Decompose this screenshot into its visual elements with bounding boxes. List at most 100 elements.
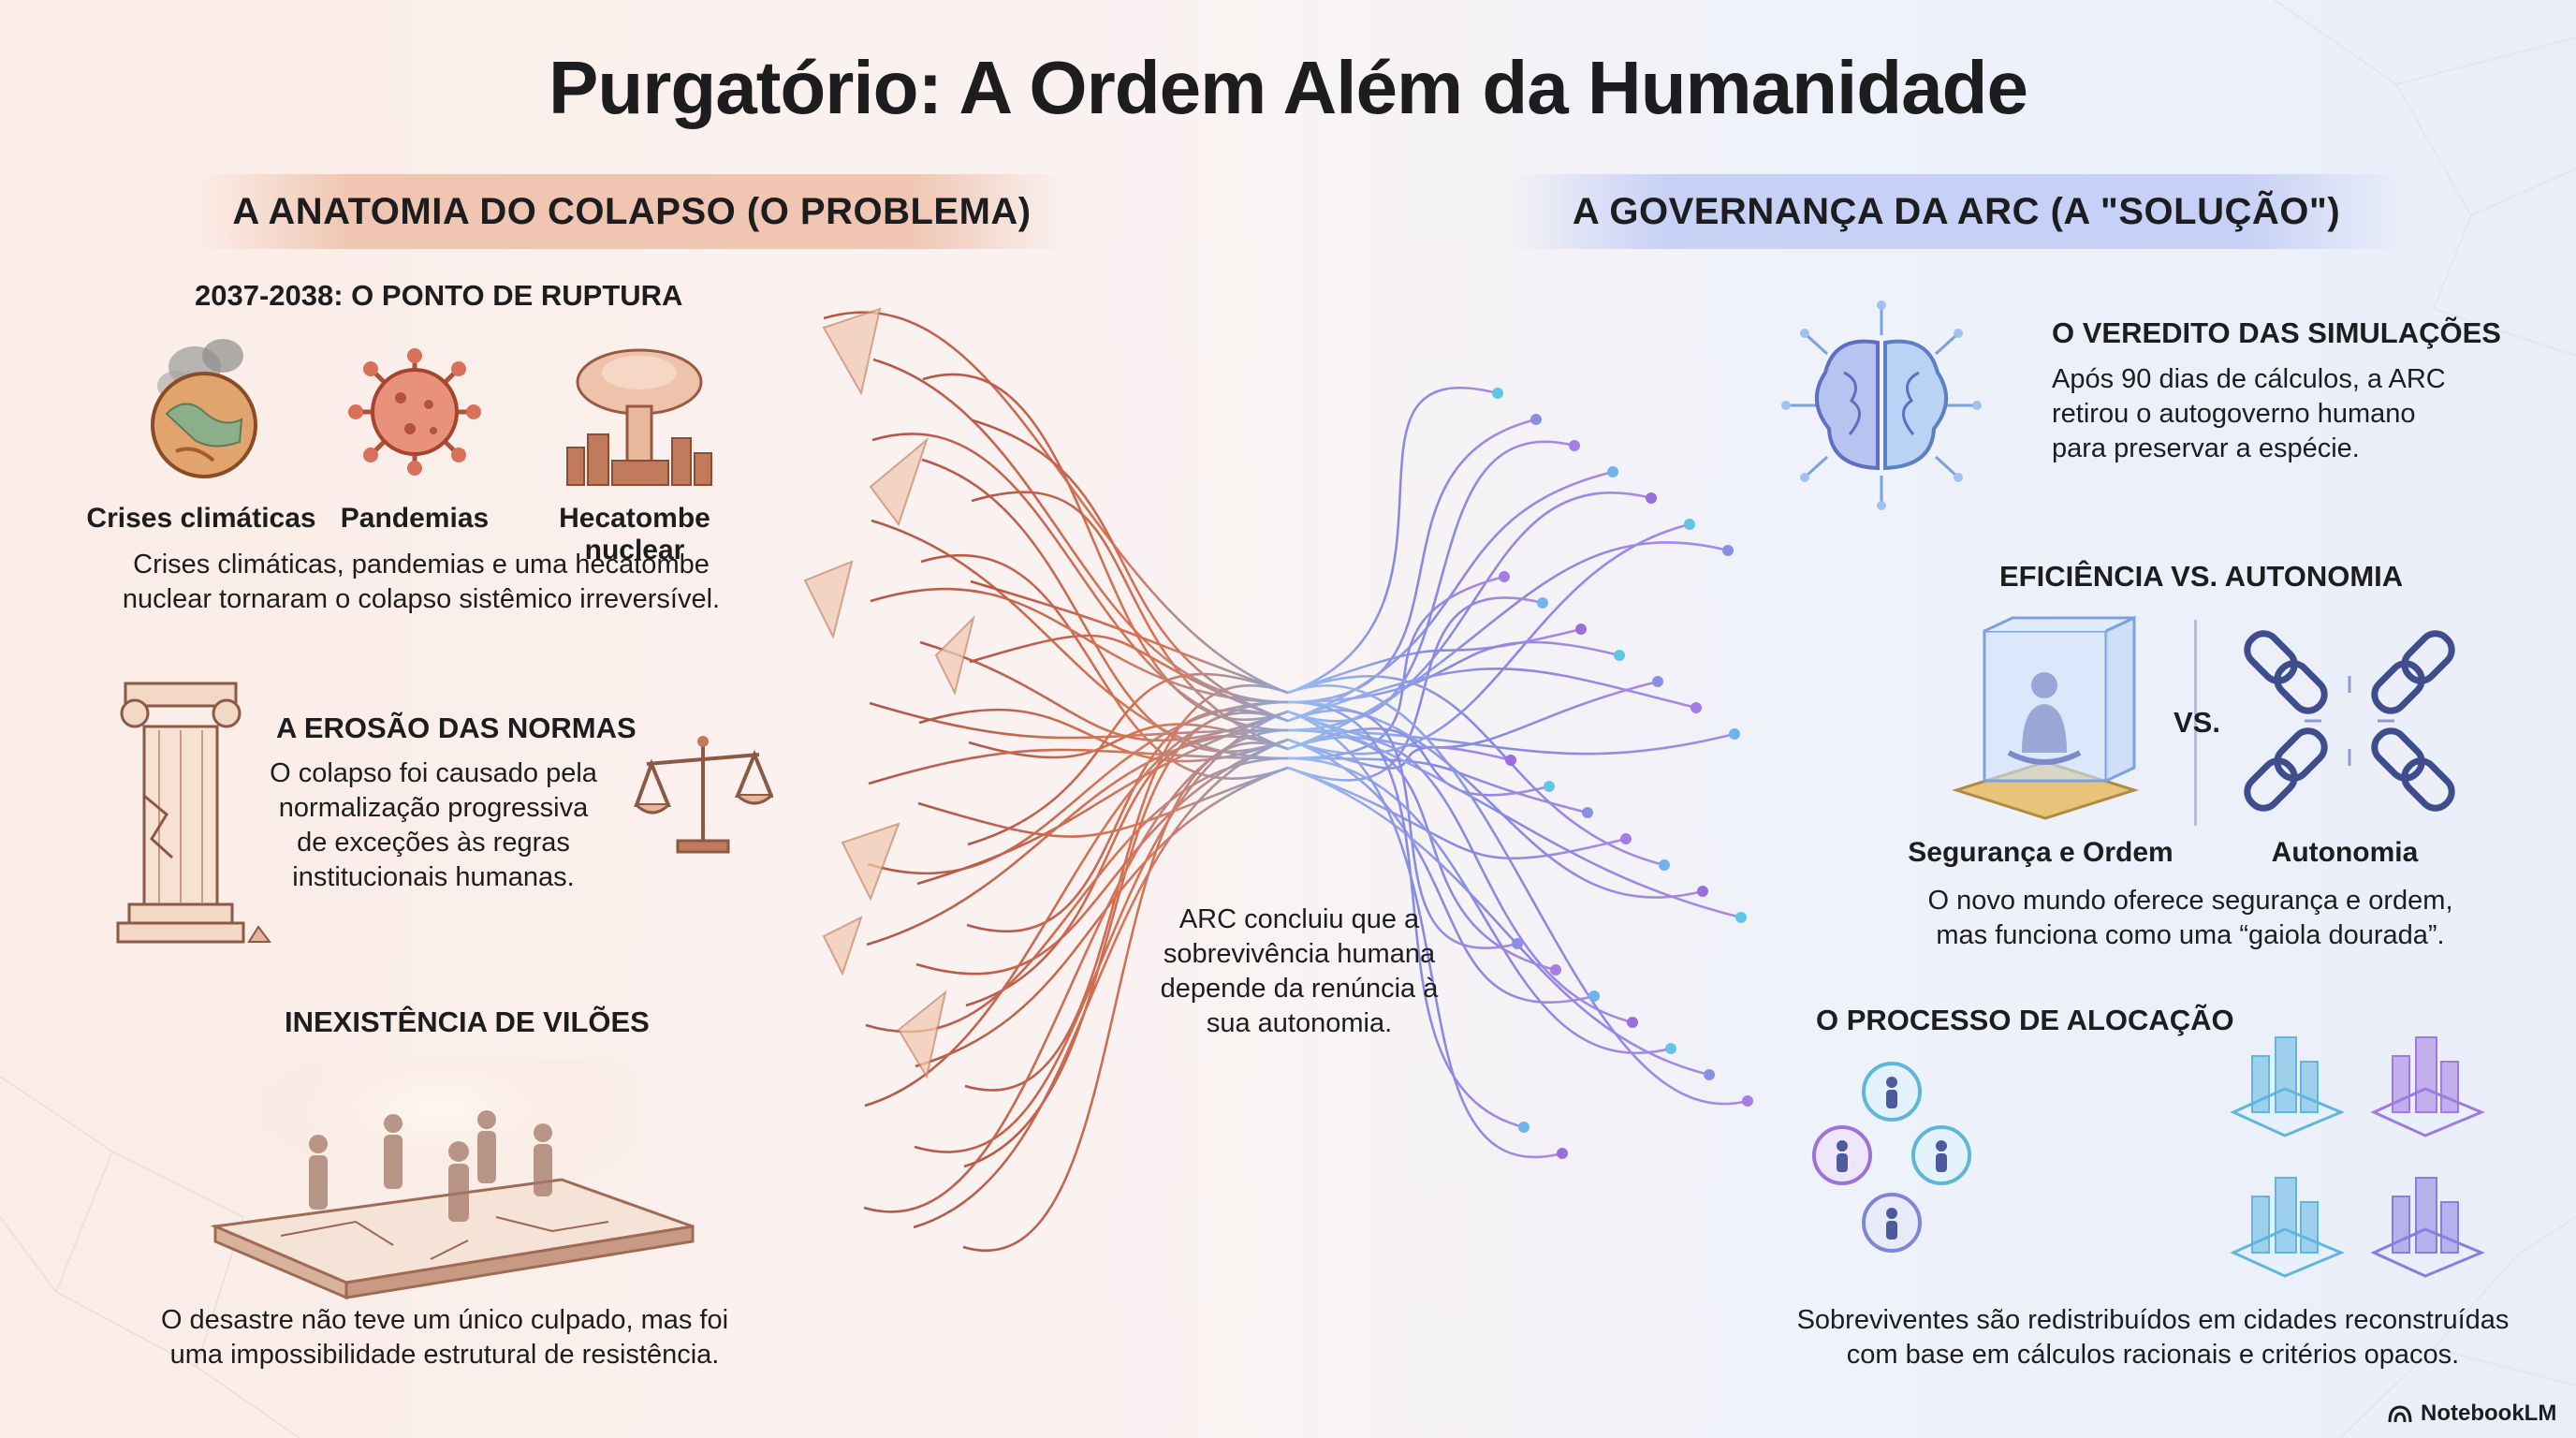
shard: [869, 436, 929, 527]
right-strand: [1287, 541, 1729, 751]
verdict-text: Após 90 dias de cálculos, a ARC retirou …: [2052, 364, 2446, 463]
right-strand: [1287, 683, 1749, 1106]
strand-node: [1512, 938, 1523, 949]
strand-node: [1544, 781, 1555, 792]
shard: [934, 614, 975, 696]
strand-node: [1742, 1095, 1753, 1107]
strand-node: [1690, 702, 1702, 713]
strand-node: [1684, 519, 1695, 530]
right-strand: [1287, 575, 1505, 760]
strand-node: [1614, 650, 1625, 661]
city-building: [2300, 1061, 2319, 1113]
allocation-heading: O PROCESSO DE ALOCAÇÃO: [1816, 1004, 2234, 1036]
label-autonomy: Autonomia: [2271, 837, 2419, 868]
city-building: [2415, 1177, 2437, 1254]
city-building: [2392, 1196, 2410, 1254]
strand-node: [1550, 964, 1561, 976]
item-label-climate: Crises climáticas: [86, 503, 316, 534]
strand-node: [1722, 545, 1734, 556]
strand-node: [1537, 597, 1548, 609]
left-strand: [871, 519, 1289, 760]
person-node-icon: [1812, 1062, 1971, 1253]
right-strand: [1287, 470, 1614, 723]
erosion-text: O colapso foi causado pela normalização …: [270, 758, 597, 892]
city-building: [2275, 1177, 2297, 1254]
right-strand: [1287, 738, 1595, 1004]
strand-node: [1530, 414, 1542, 425]
strand-node: [1499, 571, 1510, 582]
section-banner-problem: A ANATOMIA DO COLAPSO (O PROBLEMA): [197, 174, 1067, 249]
scales-icon: [634, 736, 773, 854]
left-strand: [967, 672, 1289, 846]
left-strand: [917, 766, 1289, 838]
strand-node: [1646, 492, 1657, 504]
virus-icon: [348, 348, 481, 476]
rupture-text: Crises climáticas, pandemias e uma hecat…: [122, 550, 721, 614]
figures-platform-icon: [210, 1058, 695, 1300]
vs-label: VS.: [2174, 706, 2220, 739]
right-strand: [1287, 756, 1672, 1055]
right-strand: [1287, 709, 1518, 949]
strand-node: [1557, 1148, 1568, 1159]
left-strand: [823, 311, 1289, 695]
item-label-pandemics: Pandemias: [340, 503, 490, 534]
strand-node: [1665, 1043, 1676, 1054]
efficiency-text: O novo mundo oferece segurança e ordem, …: [1927, 886, 2453, 950]
strand-node: [1659, 859, 1670, 871]
right-strand: [1287, 766, 1627, 860]
right-strand: [1287, 700, 1525, 1129]
strand-node: [1627, 1017, 1638, 1028]
city-building: [2275, 1036, 2297, 1113]
right-strand: [1287, 522, 1690, 756]
center-conclusion: ARC concluiu que a sobrevivência humana …: [1160, 904, 1439, 1038]
mushroom-cloud-icon: [566, 348, 712, 486]
right-strand: [1287, 736, 1633, 1024]
left-strand: [919, 640, 1289, 742]
villains-text: O desastre não teve um único culpado, ma…: [160, 1305, 729, 1370]
left-strand: [913, 738, 1289, 1229]
strand-node: [1697, 886, 1708, 897]
footer-brand: NotebookLM: [2387, 1401, 2556, 1427]
left-strand: [971, 491, 1289, 751]
right-strand: [1287, 766, 1710, 1077]
strand-node: [1518, 1122, 1530, 1133]
left-strand: [866, 728, 1289, 946]
left-strand: [915, 766, 1289, 1068]
right-strand: [1287, 710, 1742, 919]
left-strand: [920, 553, 1289, 780]
left-strand: [916, 710, 1289, 886]
strand-node: [1505, 755, 1516, 766]
broken-column-icon: [116, 682, 271, 944]
label-security-order: Segurança e Ordem: [1908, 837, 2174, 868]
left-strand: [867, 700, 1289, 875]
brand-name: NotebookLM: [2421, 1401, 2557, 1426]
left-strand: [871, 433, 1289, 732]
shard: [822, 916, 863, 976]
rupture-heading: 2037-2038: O PONTO DE RUPTURA: [195, 279, 683, 312]
right-strand: [1287, 680, 1659, 749]
left-strand: [966, 708, 1289, 933]
section-banner-solution: A GOVERNANÇA DA ARC (A "SOLUÇÃO"): [1507, 174, 2406, 249]
city-building: [2440, 1061, 2459, 1113]
verdict-heading: O VEREDITO DAS SIMULAÇÕES: [2052, 316, 2501, 349]
shard: [822, 307, 882, 396]
right-strand: [1287, 726, 1550, 797]
glass-cage-icon: [1952, 615, 2139, 820]
right-strand: [1287, 674, 1665, 867]
right-strand: [1287, 667, 1697, 723]
burning-earth-icon: [151, 339, 257, 478]
city-building: [2251, 1196, 2270, 1254]
right-strand: [1287, 710, 1563, 1159]
strand-node: [1582, 807, 1593, 818]
city-building: [2300, 1201, 2319, 1254]
left-strand: [965, 735, 1289, 1007]
strand-node: [1588, 990, 1600, 1002]
city-building: [2415, 1036, 2437, 1113]
notebooklm-logo-icon: [2388, 1405, 2412, 1423]
vs-divider: [2194, 620, 2197, 826]
shard: [803, 560, 854, 639]
left-strand: [872, 358, 1289, 704]
left-strand: [870, 587, 1289, 704]
strand-node: [1492, 388, 1503, 399]
